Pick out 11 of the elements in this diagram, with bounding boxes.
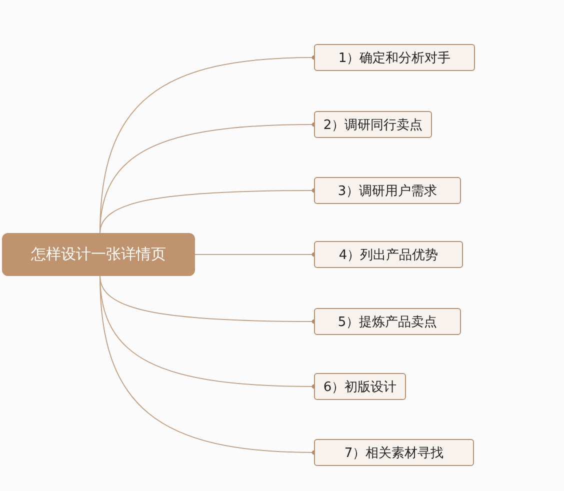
subtopic-box: 2）调研同行卖点 [314, 111, 432, 138]
connector-line [194, 252, 316, 257]
connector-line [100, 276, 316, 455]
subtopic-box: 3）调研用户需求 [314, 177, 461, 204]
topic-box: 怎样设计一张详情页 [2, 233, 195, 276]
subtopic-box: 5）提炼产品卖点 [314, 308, 461, 335]
connector-line [100, 188, 316, 234]
subtopic-box: 1）确定和分析对手 [314, 44, 475, 71]
subtopic-box: 4）列出产品优势 [314, 241, 463, 268]
subtopic-box: 6）初版设计 [314, 373, 406, 400]
subtopic-box: 7）相关素材寻找 [314, 439, 474, 466]
